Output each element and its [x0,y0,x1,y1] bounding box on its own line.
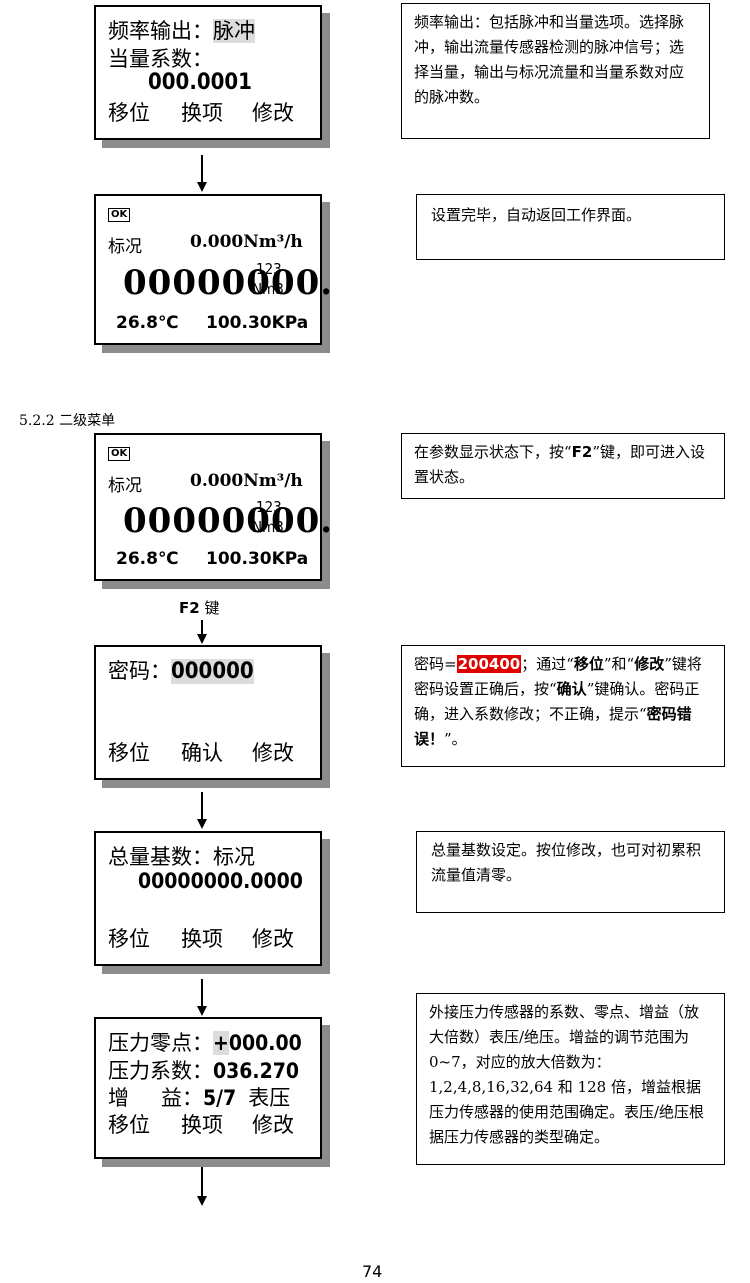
default-password: 200400 [456,655,522,673]
gain-label-b: 益： [161,1086,203,1110]
desc-frequency-output-text: 频率输出：包括脉冲和当量选项。选择脉冲，输出流量传感器检测的脉冲信号；选择当量，… [414,13,685,106]
total-volume: 00000000. [123,501,334,541]
lcd-password: 密码：000000 移位 确认 修改 [94,645,322,780]
btn-switch[interactable]: 换项 [181,101,223,125]
page-number: 74 [362,1262,383,1281]
total-volume: 00000000. [123,263,334,303]
equiv-coef-label: 当量系数： [108,47,213,71]
gain-value[interactable]: 5/7 [203,1086,237,1110]
key-shift-ref: 移位 [573,655,604,673]
btn-modify[interactable]: 修改 [252,1113,294,1137]
desc-frequency-output: 频率输出：包括脉冲和当量选项。选择脉冲，输出流量传感器检测的脉冲信号；选择当量，… [401,3,710,139]
lcd-pressure: 压力零点：+000.00 压力系数：036.270 增 益：5/7 表压 移位 换项… [94,1017,322,1159]
btn-switch[interactable]: 换项 [181,927,223,951]
total-digits: 123 [256,498,282,516]
pressure-coef-line: 压力系数：036.270 [108,1055,299,1085]
desc-pressure-text: 外接压力传感器的系数、零点、增益（放大倍数）表压/绝压。增益的调节范围为 0~7… [429,1003,705,1146]
password-line: 密码：000000 [108,655,254,685]
pressure: 100.30KPa [206,549,309,569]
arrow-down [201,979,203,1007]
arrow-down [201,155,203,183]
btn-modify[interactable]: 修改 [252,741,294,765]
desc-total-base: 总量基数设定。按位修改，也可对初累积流量值清零。 [416,831,725,913]
btn-modify[interactable]: 修改 [252,101,294,125]
btn-shift[interactable]: 移位 [108,1113,150,1137]
desc-password-f: ”。 [444,730,467,748]
key-confirm-ref: 确认 [556,680,587,698]
arrow-down [201,792,203,820]
desc-password-c: ”和“ [603,655,635,673]
desc-enter-setup-b: ”键，即可进入设置状态。 [414,443,706,486]
f2-key-label: F2 键 [179,597,219,618]
temperature: 26.8℃ [116,313,179,333]
password-value[interactable]: 000000 [171,659,254,684]
btn-shift[interactable]: 移位 [108,741,150,765]
gain-line: 增 益：5/7 表压 [108,1082,290,1112]
btn-modify[interactable]: 修改 [252,927,294,951]
pressure-coef-label: 压力系数： [108,1059,213,1083]
desc-total-base-text: 总量基数设定。按位修改，也可对初累积流量值清零。 [431,841,702,884]
flow-rate: 0.000Nm³/h [190,471,303,491]
lcd-status-1: OK 标况 0.000Nm³/h 00000000. 123 Nm3 26.8℃… [94,194,332,345]
temperature: 26.8℃ [116,549,179,569]
total-unit: Nm3 [252,280,284,298]
lcd-total-base: 总量基数：标况 00000000.0000 移位 换项 修改 [94,831,322,966]
arrow-head [197,1196,207,1206]
pressure: 100.30KPa [206,313,309,333]
pressure-mode[interactable]: 表压 [248,1086,291,1110]
btn-shift[interactable]: 移位 [108,101,150,125]
arrow-head [197,634,207,644]
freq-output-label: 频率输出： [108,19,213,43]
desc-auto-return: 设置完毕，自动返回工作界面。 [416,194,725,260]
f2-key-ref: F2 [571,443,593,461]
section-heading: 5.2.2 二级菜单 [19,413,116,429]
desc-password-e: ”键确认。密码正确，进入系数修改；不正确，提示“ [414,680,700,723]
freq-output-value: 脉冲 [213,19,255,43]
pressure-zero-sign[interactable]: + [213,1031,229,1055]
desc-password-b: ；通过“ [521,655,574,673]
total-base-label: 总量基数：标况 [108,845,255,869]
lcd-frequency-output: 频率输出：脉冲 当量系数： 000.0001 移位 换项 修改 [94,5,322,140]
btn-switch[interactable]: 换项 [181,1113,223,1137]
equiv-coef-value: 000.0001 [148,70,252,95]
desc-enter-setup: 在参数显示状态下，按“F2”键，即可进入设置状态。 [401,433,725,499]
freq-output-line: 频率输出：脉冲 [108,15,255,45]
desc-password-a: 密码= [414,655,457,673]
lcd-status-2: OK 标况 0.000Nm³/h 00000000. 123 Nm3 26.8℃… [94,433,332,581]
desc-password: 密码=200400；通过“移位”和“修改”键将密码设置正确后，按“确认”键确认。… [401,645,725,767]
total-base-value[interactable]: 00000000.0000 [138,869,303,893]
ok-indicator: OK [108,447,131,461]
pressure-zero-value: 000.00 [228,1031,302,1055]
btn-shift[interactable]: 移位 [108,927,150,951]
password-label: 密码： [108,659,171,683]
desc-auto-return-text: 设置完毕，自动返回工作界面。 [431,206,642,224]
f2-key: F2 [179,599,200,617]
total-unit: Nm3 [252,518,284,536]
pressure-zero-label: 压力零点： [108,1031,213,1055]
arrow-down [201,1167,203,1197]
f2-key-suffix: 键 [199,599,220,617]
std-label: 标况 [108,237,142,257]
arrow-head [197,1006,207,1016]
arrow-head [197,819,207,829]
gain-label-a: 增 [108,1086,129,1110]
key-modify-ref: 修改 [634,655,665,673]
arrow-down [201,620,203,635]
pressure-zero-line: 压力零点：+000.00 [108,1027,302,1057]
std-label: 标况 [108,476,142,496]
ok-indicator: OK [108,208,131,222]
desc-password-d: ”键将密码设置正确后，按“ [414,655,702,698]
total-digits: 123 [256,260,282,278]
flow-rate: 0.000Nm³/h [190,232,303,252]
desc-enter-setup-a: 在参数显示状态下，按“ [414,443,572,461]
pressure-coef-value[interactable]: 036.270 [213,1059,300,1083]
btn-confirm[interactable]: 确认 [181,741,223,765]
desc-pressure: 外接压力传感器的系数、零点、增益（放大倍数）表压/绝压。增益的调节范围为 0~7… [416,993,725,1165]
password-error-msg: 密码错误！ [414,705,692,748]
arrow-head [197,182,207,192]
